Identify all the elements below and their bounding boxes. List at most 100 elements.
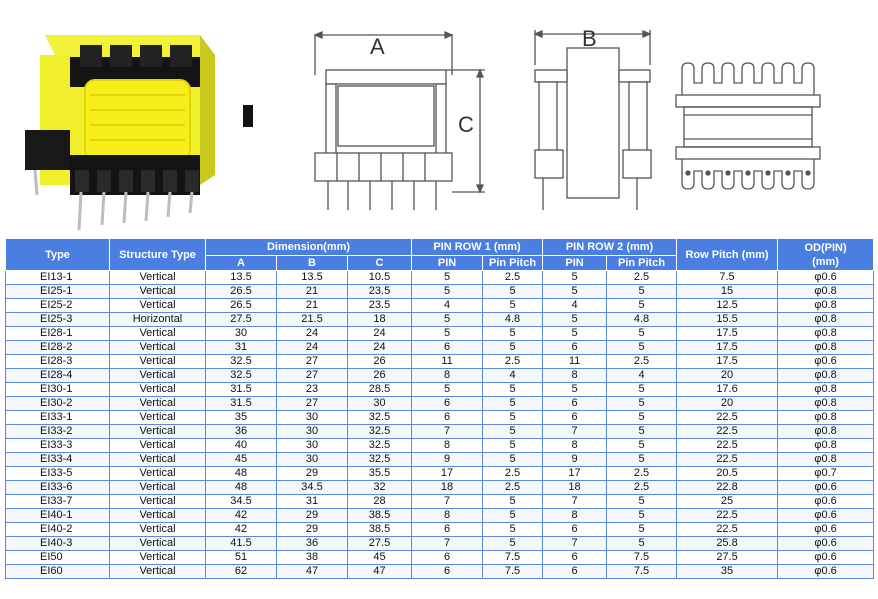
- cell-row2-pin: 6: [542, 522, 608, 537]
- cell-dim-c: 32.5: [346, 438, 413, 453]
- cell-type: EI28-4: [5, 368, 110, 383]
- subheader-c: C: [346, 255, 413, 271]
- cell-row-pitch: 22.5: [676, 438, 779, 453]
- cell-row1-pin-pitch: 5: [482, 298, 544, 313]
- cell-type: EI33-7: [5, 494, 110, 509]
- cell-row2-pin: 7: [542, 536, 608, 551]
- cell-dim-b: 27: [276, 396, 348, 411]
- cell-structure: Vertical: [109, 452, 206, 467]
- cell-row-pitch: 17.5: [676, 354, 779, 369]
- cell-type: EI13-1: [5, 270, 110, 285]
- cell-dim-a: 13.5: [205, 270, 277, 285]
- cell-od-pin: φ0.6: [777, 494, 875, 509]
- transformer-photo: [25, 35, 253, 231]
- cell-row2-pin: 7: [542, 424, 608, 439]
- header-structure-type: Structure Type: [109, 238, 206, 271]
- cell-row-pitch: 27.5: [676, 550, 779, 565]
- cell-row2-pin-pitch: 5: [606, 494, 678, 509]
- cell-dim-c: 26: [346, 354, 413, 369]
- cell-dim-a: 34.5: [205, 494, 277, 509]
- cell-type: EI40-2: [5, 522, 110, 537]
- cell-dim-b: 38: [276, 550, 348, 565]
- cell-row-pitch: 22.5: [676, 452, 779, 467]
- cell-row2-pin-pitch: 4: [606, 368, 678, 383]
- cell-dim-c: 38.5: [346, 508, 413, 523]
- cell-row1-pin: 8: [411, 368, 484, 383]
- cell-row2-pin-pitch: 5: [606, 508, 678, 523]
- cell-structure: Vertical: [109, 326, 206, 341]
- cell-row1-pin-pitch: 5: [482, 494, 544, 509]
- cell-dim-a: 35: [205, 410, 277, 425]
- cell-row-pitch: 22.5: [676, 508, 779, 523]
- cell-type: EI33-4: [5, 452, 110, 467]
- subheader-row2-pin-pitch: Pin Pitch: [606, 255, 678, 271]
- cell-structure: Vertical: [109, 536, 206, 551]
- cell-dim-c: 26: [346, 368, 413, 383]
- cell-row2-pin-pitch: 5: [606, 326, 678, 341]
- header-pin-row-1: PIN ROW 1 (mm): [411, 238, 544, 256]
- cell-row1-pin-pitch: 5: [482, 536, 544, 551]
- cell-dim-c: 24: [346, 340, 413, 355]
- header-dimension: Dimension(mm): [204, 238, 413, 256]
- cell-row1-pin: 5: [411, 270, 484, 285]
- cell-structure: Vertical: [109, 270, 206, 285]
- cell-type: EI40-3: [5, 536, 110, 551]
- cell-od-pin: φ0.6: [777, 536, 875, 551]
- cell-dim-b: 24: [276, 326, 348, 341]
- cell-row2-pin-pitch: 2.5: [606, 480, 678, 495]
- cell-row-pitch: 22.5: [676, 424, 779, 439]
- cell-row2-pin: 18: [542, 480, 608, 495]
- cell-row-pitch: 12.5: [676, 298, 779, 313]
- cell-structure: Vertical: [109, 564, 206, 579]
- cell-row1-pin: 11: [411, 354, 484, 369]
- cell-od-pin: φ0.8: [777, 424, 875, 439]
- cell-structure: Vertical: [109, 382, 206, 397]
- cell-structure: Vertical: [109, 396, 206, 411]
- cell-row1-pin-pitch: 5: [482, 508, 544, 523]
- cell-type: EI40-1: [5, 508, 110, 523]
- cell-row2-pin-pitch: 5: [606, 438, 678, 453]
- cell-dim-b: 21.5: [276, 312, 348, 327]
- cell-dim-a: 41.5: [205, 536, 277, 551]
- cell-od-pin: φ0.6: [777, 480, 875, 495]
- cell-row2-pin: 7: [542, 494, 608, 509]
- cell-row2-pin: 8: [542, 368, 608, 383]
- cell-dim-b: 27: [276, 354, 348, 369]
- cell-row2-pin: 9: [542, 452, 608, 467]
- subheader-row2-pin: PIN: [542, 255, 608, 271]
- cell-structure: Vertical: [109, 424, 206, 439]
- cell-od-pin: φ0.8: [777, 298, 875, 313]
- cell-row2-pin: 17: [542, 466, 608, 481]
- cell-od-pin: φ0.6: [777, 508, 875, 523]
- cell-type: EI25-2: [5, 298, 110, 313]
- cell-dim-a: 40: [205, 438, 277, 453]
- cell-row1-pin: 7: [411, 424, 484, 439]
- cell-dim-b: 29: [276, 522, 348, 537]
- cell-dim-c: 23.5: [346, 298, 413, 313]
- cell-dim-a: 36: [205, 424, 277, 439]
- cell-row2-pin-pitch: 5: [606, 522, 678, 537]
- cell-type: EI28-3: [5, 354, 110, 369]
- cell-row2-pin: 5: [542, 284, 608, 299]
- cell-dim-c: 35.5: [346, 466, 413, 481]
- cell-od-pin: φ0.6: [777, 522, 875, 537]
- cell-row1-pin: 6: [411, 340, 484, 355]
- cell-od-pin: φ0.8: [777, 340, 875, 355]
- cell-row1-pin: 5: [411, 326, 484, 341]
- cell-od-pin: φ0.8: [777, 382, 875, 397]
- cell-row2-pin-pitch: 7.5: [606, 550, 678, 565]
- subheader-row1-pin-pitch: Pin Pitch: [482, 255, 544, 271]
- cell-dim-c: 32.5: [346, 452, 413, 467]
- cell-row1-pin: 6: [411, 522, 484, 537]
- cell-dim-c: 38.5: [346, 522, 413, 537]
- cell-dim-c: 47: [346, 564, 413, 579]
- cell-structure: Vertical: [109, 284, 206, 299]
- cell-dim-c: 32: [346, 480, 413, 495]
- cell-row1-pin: 9: [411, 452, 484, 467]
